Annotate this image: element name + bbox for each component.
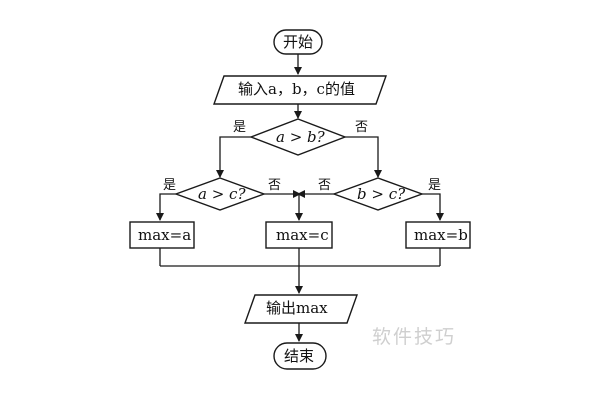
output-label: 输出max (266, 299, 328, 317)
edge-ab-no (345, 136, 382, 178)
assign-c-label: max=c (276, 226, 329, 244)
edge-bc-yes (422, 193, 444, 221)
process-max-a (129, 221, 195, 249)
assign-b-label: max=b (414, 226, 468, 244)
no-label-ab: 否 (355, 120, 369, 135)
input-label: 输入a，b，c的值 (238, 80, 355, 98)
process-max-c (265, 221, 333, 249)
process-max-b (405, 221, 471, 249)
end-terminal (273, 342, 327, 370)
cond-bc-label: b > c? (357, 185, 406, 203)
edge-ac-yes (156, 193, 176, 221)
assign-a-label: max=a (138, 226, 192, 244)
yes-label-ab: 是 (233, 120, 247, 135)
no-label-ac: 否 (268, 178, 282, 193)
yes-label-ac: 是 (163, 178, 177, 193)
cond-ab-label: a > b? (276, 128, 325, 146)
end-label: 结束 (284, 347, 315, 365)
decision-a-gt-b (249, 118, 347, 156)
decision-a-gt-c (173, 177, 267, 211)
no-label-bc: 否 (318, 178, 332, 193)
input-parallelogram (213, 75, 387, 105)
edge-ab-yes (216, 136, 251, 178)
cond-ac-label: a > c? (198, 185, 246, 203)
output-parallelogram (244, 294, 358, 324)
watermark: 软件技巧 (372, 326, 457, 348)
yes-label-bc: 是 (428, 178, 442, 193)
start-label: 开始 (283, 33, 314, 51)
decision-b-gt-c (331, 177, 425, 211)
